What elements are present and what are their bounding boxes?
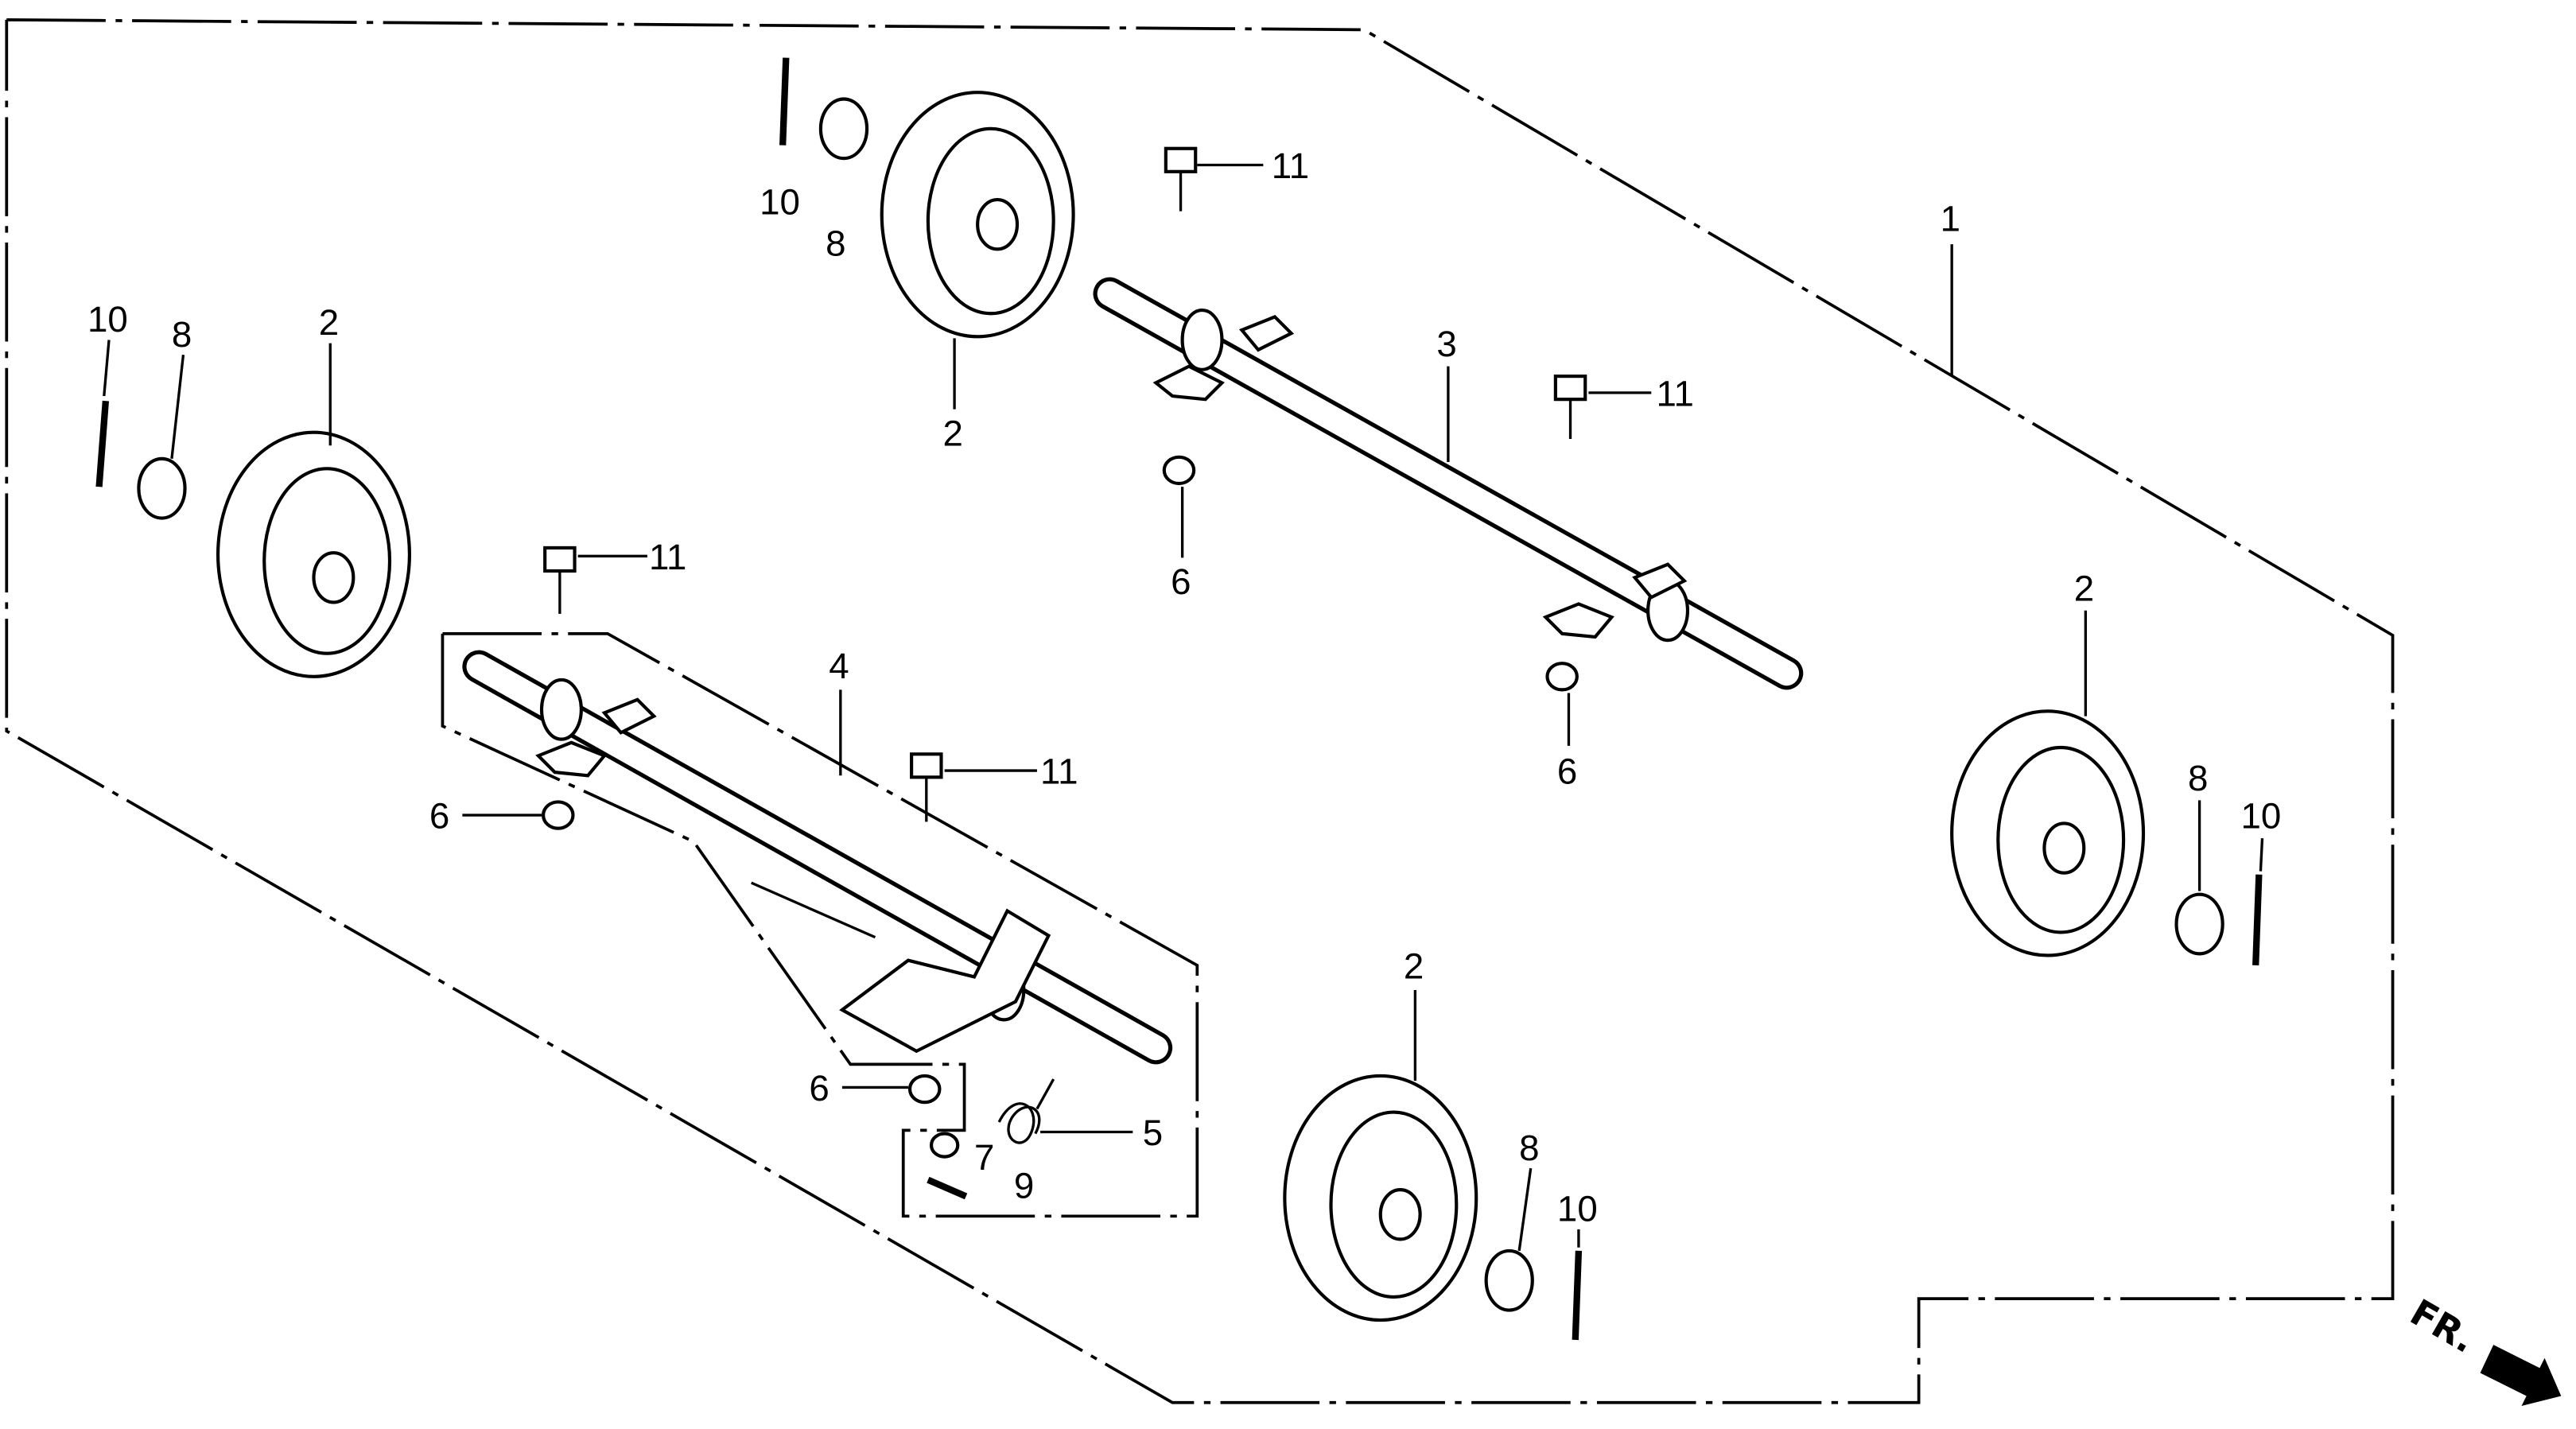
callout-5: 5 — [1143, 1113, 1163, 1153]
callout-11: 11 — [1040, 751, 1078, 792]
nut — [542, 455, 1579, 1159]
callout-3: 3 — [1436, 324, 1456, 364]
callout-7: 7 — [974, 1137, 994, 1178]
callout-8: 8 — [826, 223, 845, 264]
subassembly-boundary — [441, 631, 1199, 1218]
leader-lines — [103, 163, 2264, 1252]
front-label: FR. — [2403, 1291, 2483, 1361]
callout-10: 10 — [2241, 796, 2282, 837]
bolt — [543, 146, 1587, 822]
callout-10: 10 — [87, 299, 128, 340]
callout-10: 10 — [760, 182, 800, 223]
wheel — [1950, 709, 2146, 957]
callout-2: 2 — [2074, 568, 2094, 608]
callout-6: 6 — [429, 796, 449, 837]
callout-6: 6 — [1171, 561, 1191, 602]
callout-1: 1 — [1941, 199, 1960, 239]
wheel — [216, 430, 411, 678]
callout-2: 2 — [943, 413, 963, 453]
front-indicator: FR. — [2403, 1291, 2562, 1406]
callout-8: 8 — [172, 314, 192, 355]
callout-6: 6 — [1557, 751, 1577, 792]
callout-11: 11 — [649, 537, 686, 577]
wheel — [880, 91, 1075, 339]
callout-9: 9 — [1014, 1166, 1034, 1206]
callout-8: 8 — [1519, 1128, 1539, 1168]
washer — [137, 97, 2224, 1312]
callout-11: 11 — [1657, 373, 1694, 414]
axle-4 — [462, 650, 1173, 1065]
callout-labels: 10 8 11 1 10 8 2 2 3 11 11 6 4 2 11 6 6 … — [87, 146, 2281, 1229]
callout-10: 10 — [1557, 1189, 1598, 1229]
callout-2: 2 — [1404, 946, 1424, 987]
wheel — [1283, 1074, 1478, 1322]
callout-6: 6 — [809, 1068, 829, 1109]
callout-4: 4 — [829, 646, 849, 686]
callout-11: 11 — [1272, 146, 1309, 186]
cotter-pin — [95, 57, 2263, 1341]
spring — [997, 1078, 1055, 1144]
callout-2: 2 — [319, 302, 339, 343]
axle-3 — [1093, 277, 1804, 690]
assembly-boundary — [5, 18, 2395, 1404]
front-arrow-icon — [2480, 1345, 2562, 1406]
callout-8: 8 — [2188, 758, 2208, 798]
